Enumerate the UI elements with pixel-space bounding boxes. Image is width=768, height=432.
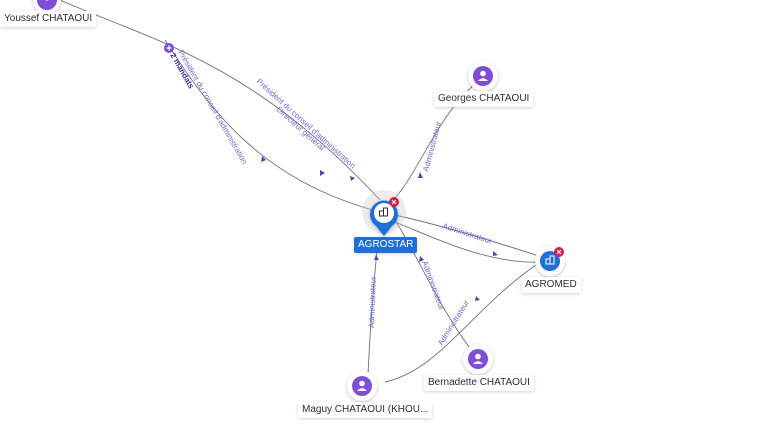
edge-youssef-agrostar-mandates[interactable]	[164, 39, 381, 213]
edge-label-president-2: Président du conseil d'administration	[176, 49, 249, 166]
building-icon	[379, 207, 388, 217]
node-georges[interactable]	[468, 61, 498, 91]
edges	[59, 0, 546, 383]
edge-label-georges-admin: Administrateur	[421, 120, 443, 172]
arrowhead	[261, 156, 266, 162]
person-icon	[357, 380, 367, 391]
arrowhead	[475, 296, 480, 301]
edge-label-maguy-admin: Administrateur	[367, 276, 378, 328]
node-agromed[interactable]	[535, 246, 565, 276]
closed-badge-icon	[554, 247, 564, 257]
closed-badge-icon	[389, 197, 399, 207]
arrowhead	[350, 176, 355, 181]
node-label-bernadette[interactable]: Bernadette CHATAOUI	[424, 375, 534, 391]
person-icon	[478, 70, 488, 81]
person-icon	[473, 353, 483, 364]
mandates-badge[interactable]	[164, 43, 174, 53]
node-label-agrostar[interactable]: AGROSTAR	[354, 237, 418, 253]
node-bernadette[interactable]	[463, 344, 493, 374]
arrowhead	[418, 172, 423, 178]
arrowhead	[374, 255, 379, 260]
node-agrostar[interactable]	[362, 190, 406, 236]
node-label-youssef[interactable]: Youssef CHATAOUI	[0, 11, 97, 27]
edge-label-president: Président du conseil d'administration	[255, 77, 358, 171]
edge-label-agromed-admin: Administrateur	[441, 221, 493, 246]
edge-label-bernadette-admin: Administrateur	[420, 260, 446, 312]
node-youssef[interactable]	[33, 0, 61, 14]
node-label-maguy[interactable]: Maguy CHATAOUI (KHOU...	[298, 402, 433, 418]
arrowhead	[493, 251, 498, 256]
edge-agrostar-agromed-2[interactable]	[394, 221, 546, 263]
edge-youssef-agrostar-president[interactable]	[59, 0, 381, 201]
person-icon	[45, 0, 49, 1]
arrowhead	[419, 256, 424, 262]
arrowhead	[320, 170, 325, 176]
building-icon	[545, 255, 555, 265]
node-label-agromed[interactable]: AGROMED	[521, 277, 581, 293]
node-maguy[interactable]	[347, 371, 377, 401]
edge-maguy-agromed[interactable]	[384, 261, 541, 383]
node-label-georges[interactable]: Georges CHATAOUI	[434, 91, 534, 107]
